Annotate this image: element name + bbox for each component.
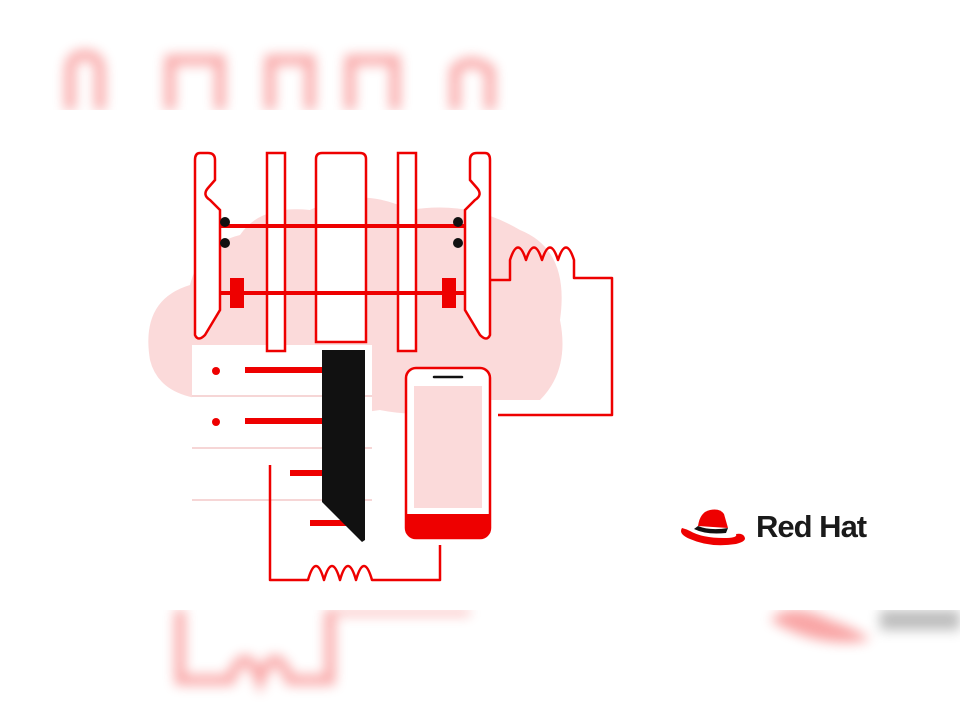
brand-wordmark: Red Hat <box>756 508 867 544</box>
illustration <box>130 150 620 595</box>
bracket-dots <box>220 217 463 248</box>
smartphone-icon <box>404 366 492 540</box>
rail-block <box>442 278 456 308</box>
red-hat-fedora-icon <box>681 509 745 546</box>
blurred-outline-icon <box>175 610 960 695</box>
circuit-wave-icon <box>268 246 614 582</box>
hero-panel: Red Hat <box>0 110 960 610</box>
blurred-background-top <box>0 0 960 110</box>
rail-block <box>230 278 244 308</box>
rack-rail <box>220 224 465 295</box>
blade-icon <box>322 350 365 542</box>
blurred-background-bottom <box>0 610 960 720</box>
red-hat-logo: Red Hat <box>680 504 867 548</box>
server-illustration <box>148 151 614 582</box>
blurred-outline-icon <box>65 49 495 110</box>
